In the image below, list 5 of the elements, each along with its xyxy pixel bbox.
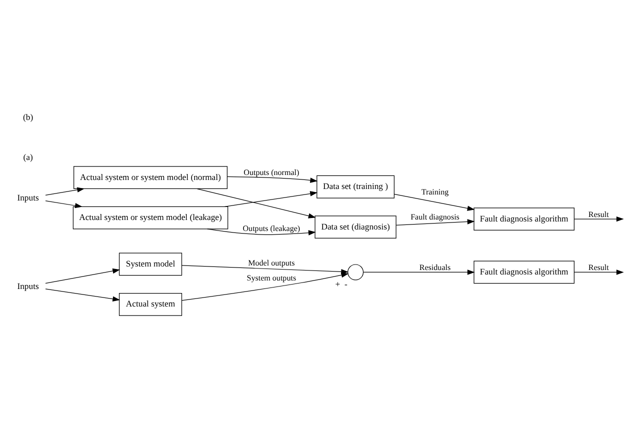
label: (b) xyxy=(23,112,34,122)
node-text: Inputs xyxy=(17,280,39,291)
node-label: + - xyxy=(335,278,348,289)
node-text: Inputs xyxy=(17,192,39,202)
label: (a) xyxy=(23,152,33,162)
